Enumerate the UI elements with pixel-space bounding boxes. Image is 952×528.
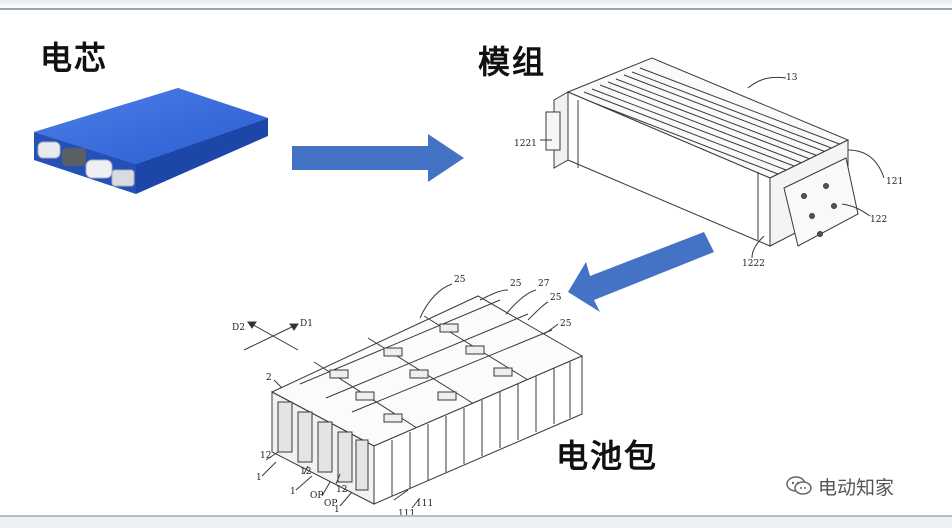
watermark-text: 电动知家	[818, 476, 895, 499]
pack-callout-cover-e: 25	[560, 319, 572, 329]
watermark: 电动知家	[786, 474, 895, 499]
pack-callout-end-b: 1	[290, 487, 296, 497]
pack-callout-op-a: OP	[310, 491, 323, 501]
pack-callout-frame: 2	[266, 373, 272, 383]
module-callout-right-lower: 122	[870, 215, 887, 225]
pack-callout-end-c: 1	[334, 505, 340, 515]
pack-callout-end-a: 1	[256, 473, 262, 483]
wechat-icon	[786, 476, 812, 495]
module-callout-left: 1221	[514, 139, 537, 149]
battery-cell-illustration	[34, 88, 268, 194]
pack-callout-cover-b: 25	[510, 279, 522, 289]
pack-callout-op-b: OP	[324, 499, 337, 509]
arrow-cell-to-module	[292, 134, 464, 182]
battery-pack-illustration	[243, 283, 584, 509]
module-callout-top: 13	[786, 73, 798, 83]
window-bottom-border	[0, 515, 952, 528]
stage-label-cell: 电芯	[40, 39, 109, 77]
stage-label-module: 模组	[478, 43, 547, 81]
pack-callout-cover-c: 27	[538, 279, 550, 289]
module-callout-right-upper: 121	[886, 177, 903, 187]
pack-callout-d2: D2	[232, 323, 245, 333]
pack-callout-base-b: 111	[398, 509, 415, 519]
module-illustration	[540, 57, 885, 259]
pack-callout-cover-d: 25	[550, 293, 562, 303]
pack-callout-d1: D1	[300, 319, 313, 329]
pack-callout-cover-a: 25	[454, 275, 466, 285]
pack-callout-module-a: 12	[260, 451, 271, 461]
pack-callout-module-b: 12	[300, 467, 311, 477]
pack-callout-module-c: 12	[336, 485, 347, 495]
window-top-border	[0, 0, 952, 10]
module-callout-bottom: 1222	[742, 259, 765, 269]
stage-label-pack: 电池包	[556, 437, 659, 475]
pack-callout-base-a: 111	[416, 499, 433, 509]
arrow-module-to-pack	[568, 232, 714, 312]
